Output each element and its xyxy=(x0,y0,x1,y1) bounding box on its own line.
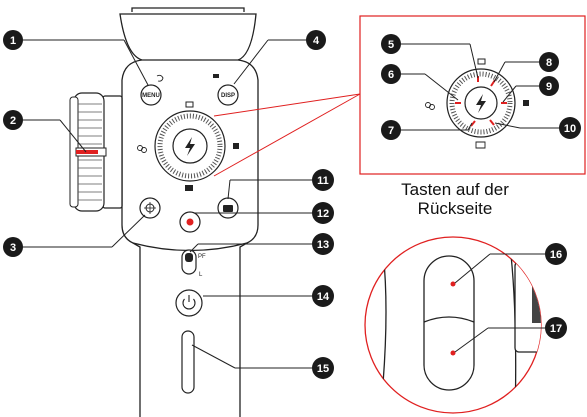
side-dial[interactable] xyxy=(69,92,107,212)
caption-line-1: Tasten auf der xyxy=(401,180,509,199)
leader-lines xyxy=(22,39,560,369)
svg-text:L: L xyxy=(199,272,203,278)
menu-button[interactable]: MENU xyxy=(140,84,162,106)
svg-text:12: 12 xyxy=(317,208,329,220)
callout-10: 10 xyxy=(559,117,581,139)
record-button[interactable] xyxy=(179,211,201,233)
disp-button[interactable]: DISP xyxy=(217,84,239,106)
svg-text:14: 14 xyxy=(317,291,330,303)
callout-14: 14 xyxy=(312,285,334,307)
svg-text:5: 5 xyxy=(388,39,394,51)
svg-text:8: 8 xyxy=(546,57,552,69)
svg-text:13: 13 xyxy=(317,239,329,251)
mode-switch[interactable] xyxy=(181,249,197,275)
svg-text:PF: PF xyxy=(198,254,206,260)
callout-4: 4 xyxy=(306,30,326,50)
back-closeup xyxy=(364,236,542,414)
callout-9: 9 xyxy=(539,76,559,96)
lightning-icon xyxy=(185,137,195,156)
svg-text:3: 3 xyxy=(10,242,16,254)
indicator-strip xyxy=(181,330,195,394)
back-button-upper[interactable] xyxy=(423,255,475,391)
svg-text:6: 6 xyxy=(388,69,394,81)
power-icon xyxy=(182,295,196,310)
callout-2: 2 xyxy=(3,110,23,130)
callout-7: 7 xyxy=(381,120,401,140)
callout-3: 3 xyxy=(3,237,23,257)
power-button[interactable] xyxy=(175,289,203,317)
svg-text:16: 16 xyxy=(550,249,562,261)
svg-text:9: 9 xyxy=(546,81,552,93)
callout-1: 1 xyxy=(3,30,23,50)
svg-text:4: 4 xyxy=(313,35,320,47)
callout-5: 5 xyxy=(381,34,401,54)
callout-8: 8 xyxy=(539,52,559,72)
grid-icon xyxy=(185,101,194,108)
svg-text:2: 2 xyxy=(10,115,16,127)
focus-icon xyxy=(137,145,147,153)
callout-6: 6 xyxy=(381,64,401,84)
callout-16: 16 xyxy=(545,243,567,265)
record-icon xyxy=(186,218,194,226)
svg-text:DISP: DISP xyxy=(221,93,235,99)
callout-13: 13 xyxy=(312,233,334,255)
svg-text:17: 17 xyxy=(550,323,562,335)
exposure-icon xyxy=(233,143,239,149)
svg-text:15: 15 xyxy=(317,363,329,375)
callout-11: 11 xyxy=(312,169,334,191)
svg-text:1: 1 xyxy=(10,35,16,47)
callout-17: 17 xyxy=(545,317,567,339)
callout-12: 12 xyxy=(312,202,334,224)
back-buttons-caption: Tasten auf der Rückseite xyxy=(360,180,550,218)
crosshair-button[interactable] xyxy=(139,197,161,219)
photo-button[interactable] xyxy=(217,197,239,219)
camera-icon xyxy=(213,74,219,78)
back-button-divider xyxy=(423,316,475,323)
gimbal-body xyxy=(102,7,259,417)
playback-icon xyxy=(185,185,193,191)
svg-text:11: 11 xyxy=(317,175,329,187)
callout-15: 15 xyxy=(312,357,334,379)
svg-text:MENU: MENU xyxy=(142,93,160,99)
arrow-back-icon xyxy=(156,74,164,82)
svg-text:7: 7 xyxy=(388,125,394,137)
caption-line-2: Rückseite xyxy=(417,199,493,218)
svg-text:10: 10 xyxy=(564,123,576,135)
